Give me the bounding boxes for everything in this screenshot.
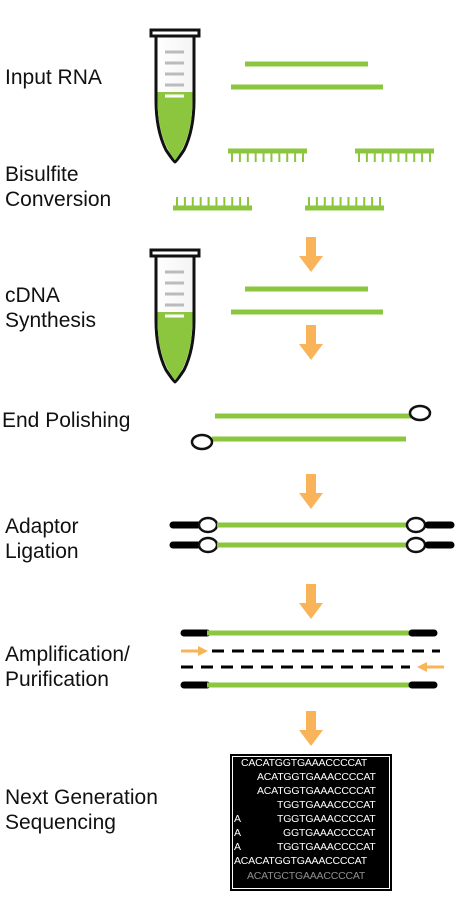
- label-amplification-line1: Amplification/: [5, 643, 130, 666]
- sequencing-read: TGGTGAAACCCCAT: [277, 813, 376, 825]
- bisulfite-fragment-1: [228, 148, 307, 162]
- adaptor-ligation-top: [169, 516, 455, 534]
- label-input-rna-line1: Input RNA: [5, 66, 102, 89]
- primer-arrow-icon: [417, 662, 444, 672]
- adaptor-ligation-bottom: [169, 536, 455, 554]
- label-amplification-purification: Amplification/ Purification: [5, 642, 130, 692]
- bisulfite-fragment-3: [173, 197, 252, 211]
- sequencing-read: TGGTGAAACCCCAT: [277, 799, 376, 811]
- label-input-rna: Input RNA: [5, 65, 102, 90]
- arrow-down-icon: [299, 711, 323, 746]
- tube-icon: [149, 248, 201, 384]
- sequencing-read: ACACATGGTGAAACCCCAT: [234, 855, 367, 867]
- label-bisulfite-conversion: Bisulfite Conversion: [5, 162, 111, 212]
- bisulfite-fragment-4: [305, 197, 384, 211]
- label-amplification-line2: Purification: [5, 668, 109, 691]
- sequencing-read: ACATGGTGAAACCCCAT: [257, 771, 376, 783]
- bisulfite-fragment-2: [355, 148, 434, 162]
- label-end-polishing: End Polishing: [2, 408, 130, 433]
- label-adaptor-line2: Ligation: [5, 540, 79, 563]
- sequencing-read: GGTGAAACCCCAT: [283, 827, 376, 839]
- label-next-generation-sequencing: Next Generation Sequencing: [5, 785, 158, 835]
- tube-icon: [149, 28, 201, 164]
- sequencing-read: ACATGCTGAAACCCCAT: [247, 870, 366, 882]
- label-cdna-line2: Synthesis: [5, 309, 97, 332]
- arrow-down-icon: [299, 474, 323, 509]
- label-end-polishing-line1: End Polishing: [2, 409, 131, 432]
- label-ngs-line2: Sequencing: [5, 811, 116, 834]
- sequencing-read: CACATGGTGAAACCCCAT: [241, 757, 368, 769]
- a-tail-bottom: [190, 433, 214, 451]
- label-ngs-line1: Next Generation: [5, 786, 158, 809]
- primer-arrow-icon: [181, 646, 208, 656]
- arrow-down-icon: [299, 584, 323, 619]
- sequencing-read: TGGTGAAACCCCAT: [277, 841, 376, 853]
- sequencing-read: A: [234, 841, 241, 853]
- label-bisulfite-line1: Bisulfite: [5, 163, 79, 186]
- arrow-down-icon: [299, 237, 323, 272]
- label-bisulfite-line2: Conversion: [5, 188, 112, 211]
- sequencing-read: A: [234, 827, 241, 839]
- label-cdna-synthesis: cDNA Synthesis: [5, 283, 96, 333]
- sequencing-read: A: [234, 813, 241, 825]
- label-cdna-line1: cDNA: [5, 284, 60, 307]
- arrow-down-icon: [299, 325, 323, 360]
- a-tail-top: [408, 404, 432, 422]
- label-adaptor-line1: Adaptor: [5, 515, 79, 538]
- sequencing-reads-panel: CACATGGTGAAACCCCAT ACATGGTGAAACCCCAT ACA…: [230, 754, 392, 891]
- sequencing-read: ACATGGTGAAACCCCAT: [257, 785, 376, 797]
- label-adaptor-ligation: Adaptor Ligation: [5, 514, 79, 564]
